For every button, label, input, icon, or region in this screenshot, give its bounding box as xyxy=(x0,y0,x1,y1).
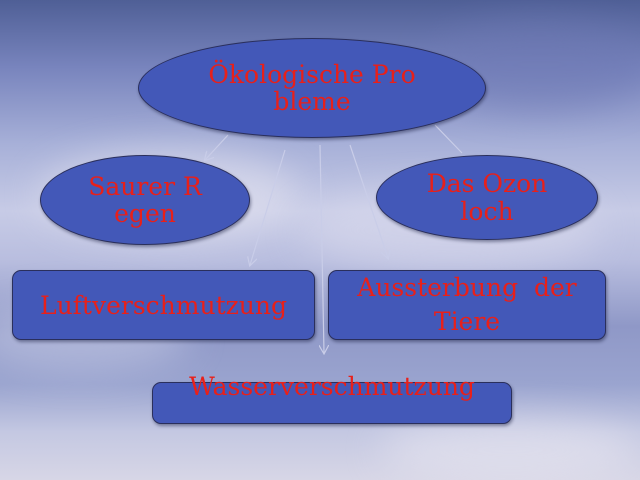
root-node-label: Ökologische Probleme xyxy=(208,60,416,116)
luftverschmutzung-node: Luftverschmutzung xyxy=(12,270,315,340)
ozonloch-node: Das Ozonloch xyxy=(376,155,598,240)
arrow-to-wasserverschmutzung xyxy=(320,144,324,353)
wasserverschmutzung-node: Wasserverschmutzung xyxy=(152,372,512,424)
saurer-regen-node: Saurer Regen xyxy=(40,155,250,245)
wasserverschmutzung-label: Wasserverschmutzung xyxy=(189,372,475,401)
arrow-to-aussterbung xyxy=(349,144,388,258)
ozonloch-label: Das Ozonloch xyxy=(426,168,548,226)
luftverschmutzung-label: Luftverschmutzung xyxy=(39,290,288,320)
connector-to-ozonloch xyxy=(434,124,463,154)
arrow-to-saurer-regen xyxy=(205,134,229,160)
cloud-highlight xyxy=(380,420,640,480)
arrow-to-luftverschmutzung xyxy=(250,149,286,265)
root-node: Ökologische Probleme xyxy=(138,38,486,138)
aussterbung-node: Aussterbung der Tiere xyxy=(328,270,606,340)
aussterbung-label: Aussterbung der Tiere xyxy=(357,273,593,336)
saurer-regen-label: Saurer Regen xyxy=(88,172,202,228)
